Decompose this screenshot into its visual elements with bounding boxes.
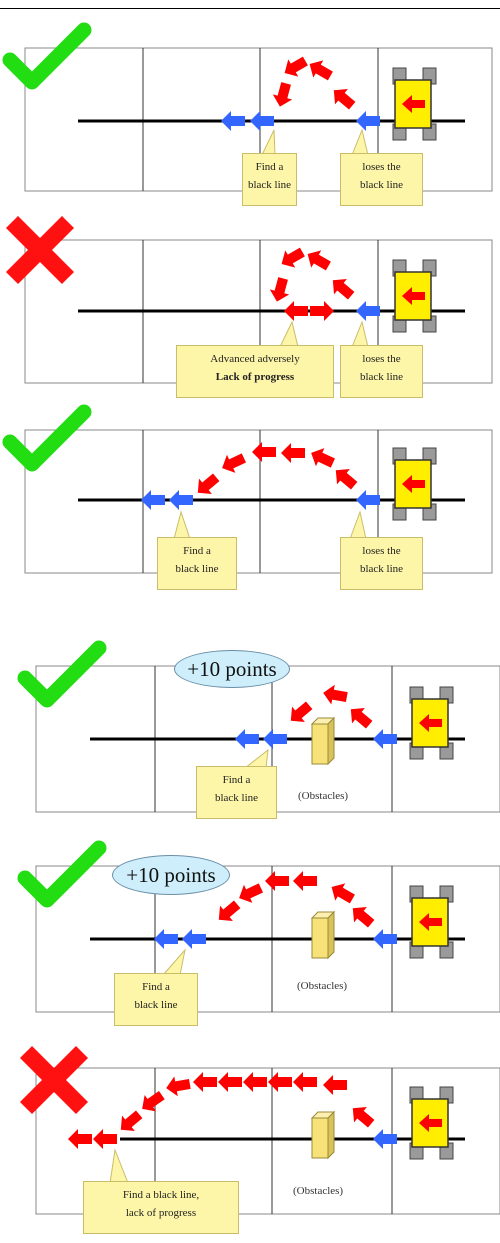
cross-icon (5, 215, 75, 285)
blue-arrow (141, 490, 165, 510)
robot-direction-arrow (402, 95, 425, 113)
robot-direction-arrow (402, 475, 425, 493)
robot-p6 (409, 1086, 454, 1160)
red-arrow (335, 469, 358, 490)
red-arrow (284, 56, 308, 77)
red-arrow (222, 453, 246, 473)
red-arrow (307, 250, 331, 271)
callout-find-line-lack-progress-p6: Find a black line,lack of progress (83, 1181, 239, 1234)
obstacle-block (310, 910, 336, 960)
check-icon (17, 640, 107, 708)
blue-arrow (356, 111, 380, 131)
robot-direction-arrow (419, 1114, 442, 1132)
blue-arrow (154, 929, 178, 949)
robot-p4 (409, 686, 454, 760)
red-arrow (269, 277, 290, 302)
red-arrow (284, 301, 308, 321)
obstacle-block (310, 716, 336, 766)
obstacle-label-p4: (Obstacles) (298, 790, 349, 802)
blue-arrow (356, 490, 380, 510)
red-arrow (281, 247, 305, 268)
blue-arrow (221, 111, 245, 131)
red-arrow (331, 883, 355, 904)
blue-arrow (356, 301, 380, 321)
robot-p2 (392, 259, 437, 333)
red-arrow (197, 473, 220, 494)
check-icon (2, 404, 92, 472)
red-arrow (352, 1107, 375, 1128)
blue-arrow (373, 1129, 397, 1149)
top-divider (0, 8, 500, 9)
red-arrow (281, 443, 305, 463)
red-arrow (323, 1075, 347, 1095)
red-arrow (239, 883, 263, 903)
obstacle-block (310, 1110, 336, 1160)
red-arrow (310, 301, 334, 321)
robot-p5 (409, 885, 454, 959)
blue-arrow (250, 111, 274, 131)
robot-direction-arrow (419, 714, 442, 732)
blue-arrow (263, 729, 287, 749)
robot-direction-arrow (419, 913, 442, 931)
red-arrow (268, 1072, 292, 1092)
blue-arrow (182, 929, 206, 949)
red-arrow (68, 1129, 92, 1149)
red-arrow (193, 1072, 217, 1092)
blue-arrow (235, 729, 259, 749)
red-arrow (252, 442, 276, 462)
cross-icon (19, 1045, 89, 1115)
red-arrow (332, 279, 355, 300)
red-arrow (93, 1129, 117, 1149)
blue-arrow (373, 729, 397, 749)
obstacle-label-p6: (Obstacles) (293, 1185, 344, 1197)
red-arrow (323, 684, 348, 705)
red-arrow (290, 701, 313, 722)
red-arrow (218, 900, 241, 921)
red-arrow (166, 1076, 191, 1097)
obstacle-label-p5: (Obstacles) (297, 980, 348, 992)
blue-arrow (169, 490, 193, 510)
robot-p1 (392, 67, 437, 141)
red-arrow (311, 448, 335, 468)
red-arrow (352, 907, 375, 928)
red-arrow (142, 1091, 165, 1112)
red-arrow (272, 82, 293, 107)
red-arrow (309, 60, 333, 81)
red-arrow (350, 708, 373, 729)
check-icon (17, 840, 107, 908)
robot-p3 (392, 447, 437, 521)
red-arrow (293, 1072, 317, 1092)
red-arrow (218, 1072, 242, 1092)
red-arrow (265, 871, 289, 891)
red-arrow (293, 871, 317, 891)
bonus-bubble-p5: +10 points (112, 855, 230, 895)
bonus-bubble-p4: +10 points (174, 650, 290, 688)
red-arrow (120, 1110, 143, 1131)
check-icon (2, 22, 92, 90)
blue-arrow (373, 929, 397, 949)
robot-direction-arrow (402, 287, 425, 305)
red-arrow (333, 89, 356, 110)
red-arrow (243, 1072, 267, 1092)
